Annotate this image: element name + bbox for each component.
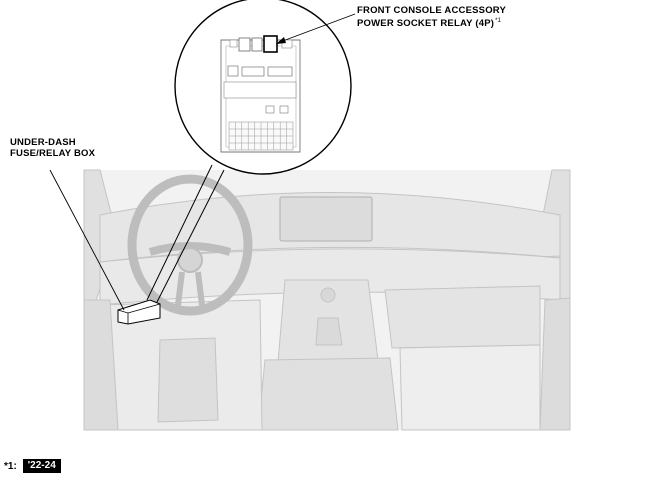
relay-label-line1: FRONT CONSOLE ACCESSORY xyxy=(357,5,507,16)
relay-icon xyxy=(263,35,278,53)
steering-wheel-icon xyxy=(127,174,253,316)
fusebox-callout: UNDER-DASH FUSE/RELAY BOX xyxy=(10,137,95,159)
fusebox-label-line2: FUSE/RELAY BOX xyxy=(10,148,96,159)
relay-label-line2: POWER SOCKET RELAY (4P)*1 xyxy=(357,18,502,30)
fuse-box-detail xyxy=(174,0,352,175)
fuse-relay-box-icon xyxy=(117,299,161,325)
fusebox-leader-line xyxy=(49,169,125,311)
relay-callout: FRONT CONSOLE ACCESSORY POWER SOCKET REL… xyxy=(357,5,506,29)
footnote-marker: *1: xyxy=(4,460,17,472)
dashboard-illustration xyxy=(83,169,571,431)
relay-footnote-mark: *1 xyxy=(495,18,502,24)
zoom-leader-lines xyxy=(146,164,225,303)
year-badge: '22-24 xyxy=(22,459,61,473)
relay-leader-line xyxy=(279,13,356,43)
fusebox-label-line1: UNDER-DASH xyxy=(10,137,76,148)
footnote: *1: '22-24 xyxy=(4,459,61,473)
